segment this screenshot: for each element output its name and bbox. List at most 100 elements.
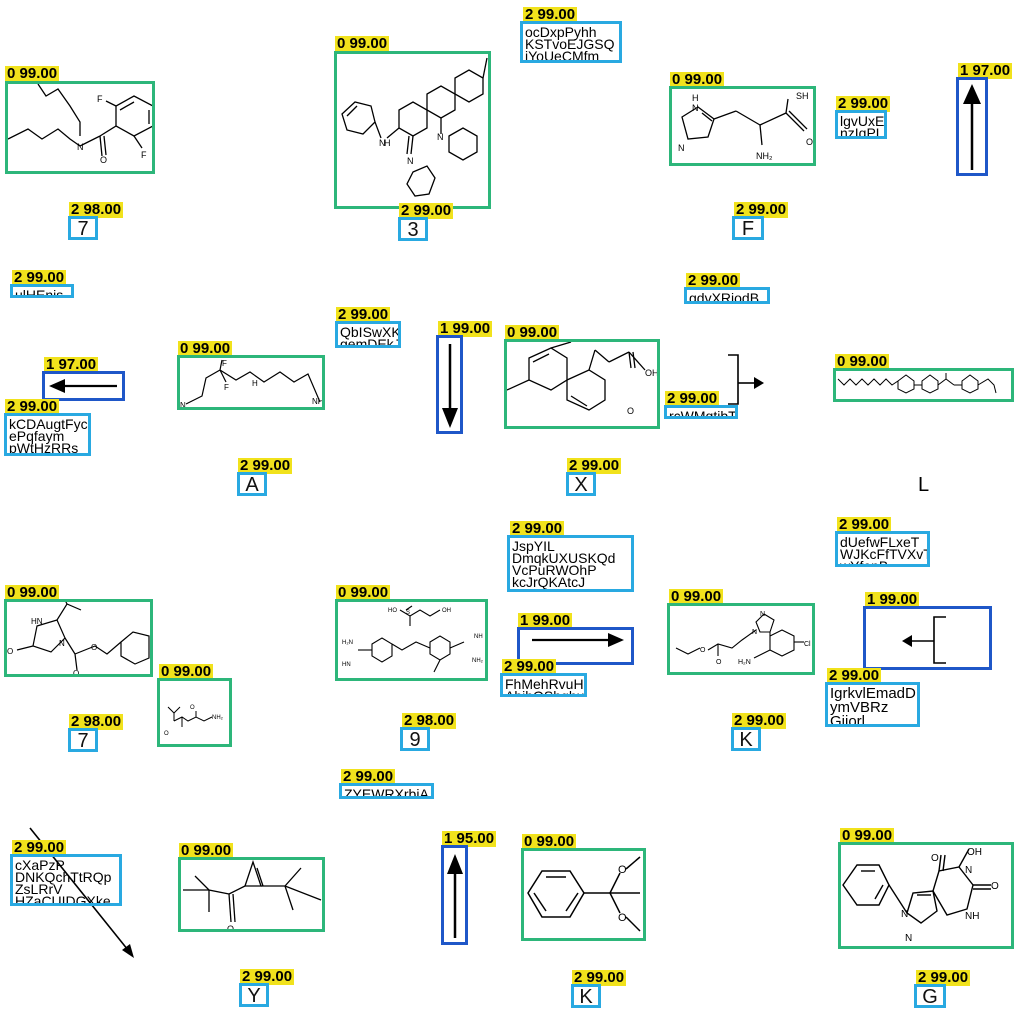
arrow-box[interactable] — [517, 627, 634, 665]
svg-text:N: N — [752, 629, 757, 636]
detection-tag: 0 99.00 — [5, 584, 60, 601]
svg-text:O: O — [100, 155, 107, 165]
compound-label[interactable]: Y — [239, 983, 269, 1007]
detection-tag: 2 99.00 — [827, 667, 882, 684]
compound-label[interactable]: A — [237, 472, 267, 496]
arrow-box[interactable] — [436, 335, 463, 434]
molecule-structure: OH O — [507, 342, 657, 416]
text-box[interactable]: rcWMqtibT — [664, 405, 738, 419]
text-content: rcWMqtibT — [669, 408, 735, 416]
detection-tag: 1 97.00 — [958, 62, 1013, 79]
molecule-box[interactable]: H N N NH₂ SH O — [669, 86, 816, 166]
text-box[interactable]: gdvXRjodB — [684, 287, 770, 304]
molecule-structure: O O — [527, 856, 641, 932]
svg-text:N: N — [901, 909, 908, 920]
molecule-box[interactable]: HO S OH H₂N HN NH NH₂ — [335, 599, 488, 681]
text-box[interactable]: cXaPzP DNKQchTtRQp ZsLRrV HZaCUIDGXke — [10, 854, 122, 906]
compound-label[interactable]: 7 — [68, 216, 98, 240]
svg-text:N: N — [678, 143, 685, 153]
svg-text:NH₂: NH₂ — [472, 658, 484, 664]
molecule-box[interactable] — [833, 368, 1014, 402]
detection-tag: 1 99.00 — [438, 320, 493, 337]
arrow-box[interactable] — [863, 606, 992, 670]
text-box[interactable]: ulHEnis — [10, 284, 74, 298]
detection-tag: 2 99.00 — [572, 969, 627, 986]
svg-text:F: F — [141, 150, 147, 160]
detection-tag: 2 99.00 — [567, 457, 622, 474]
molecule-box[interactable]: N H N N — [334, 51, 491, 209]
text-content: cXaPzP DNKQchTtRQp ZsLRrV HZaCUIDGXke — [15, 857, 112, 903]
compound-label[interactable]: 3 — [398, 217, 428, 241]
molecule-box[interactable]: N F F H NH — [177, 355, 325, 410]
molecule-box[interactable]: OH O — [504, 339, 660, 429]
svg-text:O: O — [91, 643, 97, 652]
detection-tag: 2 98.00 — [69, 201, 124, 218]
detection-tag: 2 99.00 — [5, 398, 60, 415]
svg-text:SH: SH — [796, 91, 809, 101]
text-content: QbISwXK gemDEkJ — [340, 324, 398, 345]
molecule-box[interactable]: O OH N O N N NH — [838, 842, 1014, 949]
detection-tag: 2 99.00 — [510, 520, 565, 537]
arrow-box[interactable] — [956, 77, 988, 176]
detection-tag: 1 95.00 — [442, 830, 497, 847]
detection-tag: 0 99.00 — [840, 827, 895, 844]
detection-tag: 2 99.00 — [734, 201, 789, 218]
detection-tag: 1 99.00 — [865, 591, 920, 608]
text-box[interactable]: lgvUxEj nzIqPL — [835, 110, 887, 139]
detection-tag: 0 99.00 — [178, 340, 233, 357]
text-box[interactable]: FhMehRvuH AbjhOShghul — [500, 673, 587, 697]
svg-text:O: O — [931, 853, 939, 864]
detection-tag: 0 99.00 — [336, 584, 391, 601]
molecule-structure: O OH N O N N NH — [842, 847, 999, 944]
arrow-box[interactable] — [42, 371, 125, 401]
svg-text:O: O — [190, 705, 195, 711]
svg-text:OH: OH — [645, 368, 657, 378]
svg-text:O: O — [806, 137, 813, 147]
svg-text:O: O — [73, 669, 79, 674]
text-box[interactable]: QbISwXK gemDEkJ — [335, 321, 401, 348]
bracket-arrow-left-icon — [902, 616, 946, 664]
detection-tag: 2 99.00 — [732, 712, 787, 729]
detection-tag: 0 99.00 — [159, 663, 214, 680]
detection-tag: 0 99.00 — [522, 833, 577, 850]
compound-label[interactable]: X — [566, 472, 596, 496]
compound-label[interactable]: G — [914, 984, 946, 1008]
compound-label[interactable]: 7 — [68, 728, 98, 752]
svg-text:H₂N: H₂N — [342, 640, 353, 646]
compound-label[interactable]: 9 — [400, 727, 430, 751]
detection-tag: 2 99.00 — [12, 839, 67, 856]
detection-tag: 2 99.00 — [665, 390, 720, 407]
svg-text:NH: NH — [965, 911, 979, 922]
molecule-box[interactable]: O O N N H₂N Cl — [667, 603, 815, 675]
compound-label[interactable]: F — [732, 216, 764, 240]
compound-label[interactable]: K — [731, 727, 761, 751]
detection-tag: 1 97.00 — [44, 356, 99, 373]
svg-text:F: F — [97, 94, 103, 104]
molecule-box[interactable]: HN O N O O — [4, 599, 153, 677]
detection-tag: 2 99.00 — [240, 968, 295, 985]
molecule-structure: O O N N H₂N Cl — [675, 611, 811, 666]
molecule-box[interactable]: O O NH₂ — [157, 678, 232, 747]
svg-text:HN: HN — [342, 662, 351, 668]
text-box[interactable]: ocDxpPyhh KSTvoEJGSQ jYoUeCMfm — [520, 21, 622, 63]
svg-text:O: O — [164, 731, 169, 737]
detection-tag: 2 99.00 — [399, 202, 454, 219]
text-content: JspYIL DmqkUXUSKQd VcPuRWOhP kcJrQKAtcJ — [512, 538, 616, 589]
detection-tag: 2 99.00 — [836, 95, 891, 112]
molecule-box[interactable]: O O — [521, 848, 646, 941]
svg-text:Cl: Cl — [804, 641, 811, 648]
text-box[interactable]: kCDAugtFyc ePqfaym pWtHzRRs — [4, 413, 91, 456]
text-box[interactable]: IgrkvlEmadD ymVBRz Gjjorl — [825, 682, 920, 727]
detection-tag: 2 99.00 — [916, 969, 971, 986]
compound-label[interactable]: K — [571, 984, 601, 1008]
loose-label: L — [918, 474, 930, 496]
svg-text:HN: HN — [31, 617, 43, 626]
arrow-box[interactable] — [441, 845, 468, 945]
arrow-up-icon — [963, 84, 981, 170]
text-box[interactable]: JspYIL DmqkUXUSKQd VcPuRWOhP kcJrQKAtcJ — [507, 535, 634, 592]
text-box[interactable]: dUefwFLxeT WJKcFfTVXvT wYfepB — [835, 531, 930, 567]
molecule-box[interactable]: N O F F — [5, 81, 155, 174]
detection-tag: 2 99.00 — [336, 306, 391, 323]
molecule-box[interactable]: O — [178, 857, 325, 932]
text-box[interactable]: ZYEWRXrbiA — [339, 783, 434, 799]
